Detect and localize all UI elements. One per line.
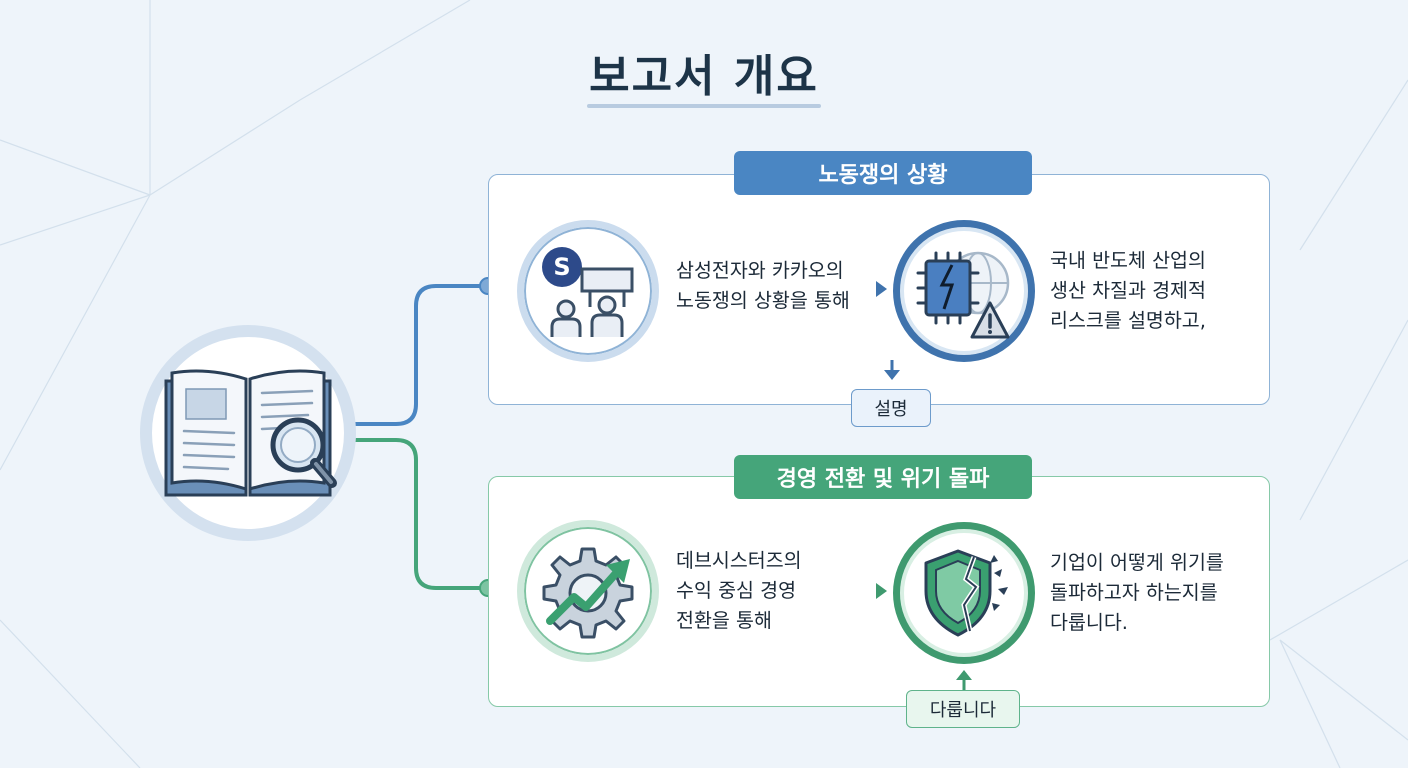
management-left-line-2: 수익 중심 경영 (676, 579, 797, 602)
report-icon-circle (140, 325, 356, 541)
labor-right-line-3: 리스크를 설명하고, (1050, 309, 1206, 332)
labor-flow-arrow (876, 281, 887, 297)
samsung-badge-letter: S (553, 253, 570, 281)
chip-icon-circle (893, 220, 1035, 362)
header-labor-dispute: 노동쟁의 상황 (734, 151, 1032, 195)
chip-globe-warning-icon (916, 251, 1010, 339)
management-left-line-1: 데브시스터즈의 (676, 549, 802, 572)
labor-right-line-2: 생산 차질과 경제적 (1050, 279, 1206, 302)
gear-trend-arrow-icon (542, 547, 634, 639)
labor-right-line-1: 국내 반도체 산업의 (1050, 249, 1206, 272)
management-left-line-3: 전환을 통해 (676, 609, 772, 632)
shield-icon-circle (893, 522, 1035, 664)
page-title: 보고서 개요 (589, 51, 819, 102)
labor-left-line-2: 노동쟁의 상황을 통해 (676, 289, 850, 312)
labor-left-text: 삼성전자와 카카오의 노동쟁의 상황을 통해 (676, 256, 850, 316)
management-flow-arrow (876, 583, 887, 599)
arrow-down-icon (884, 360, 900, 380)
title-underline (587, 104, 821, 108)
tag-explain: 설명 (851, 389, 931, 427)
management-right-line-2: 돌파하고자 하는지를 (1050, 581, 1218, 604)
labor-left-line-1: 삼성전자와 카카오의 (676, 259, 844, 282)
book-magnifier-icon (164, 369, 337, 497)
management-right-line-3: 다룹니다. (1050, 611, 1128, 634)
gear-icon-circle (517, 520, 659, 662)
arrow-up-icon (956, 670, 972, 690)
management-right-text: 기업이 어떻게 위기를 돌파하고자 하는지를 다룹니다. (1050, 548, 1224, 638)
broken-shield-icon (924, 549, 1008, 637)
protest-icon-circle: S (517, 220, 659, 362)
tag-cover: 다룹니다 (906, 690, 1020, 728)
management-right-line-1: 기업이 어떻게 위기를 (1050, 551, 1224, 574)
header-management-shift: 경영 전환 및 위기 돌파 (734, 455, 1032, 499)
protest-sign-icon: S (542, 247, 634, 337)
management-left-text: 데브시스터즈의 수익 중심 경영 전환을 통해 (676, 546, 802, 636)
labor-right-text: 국내 반도체 산업의 생산 차질과 경제적 리스크를 설명하고, (1050, 246, 1206, 336)
